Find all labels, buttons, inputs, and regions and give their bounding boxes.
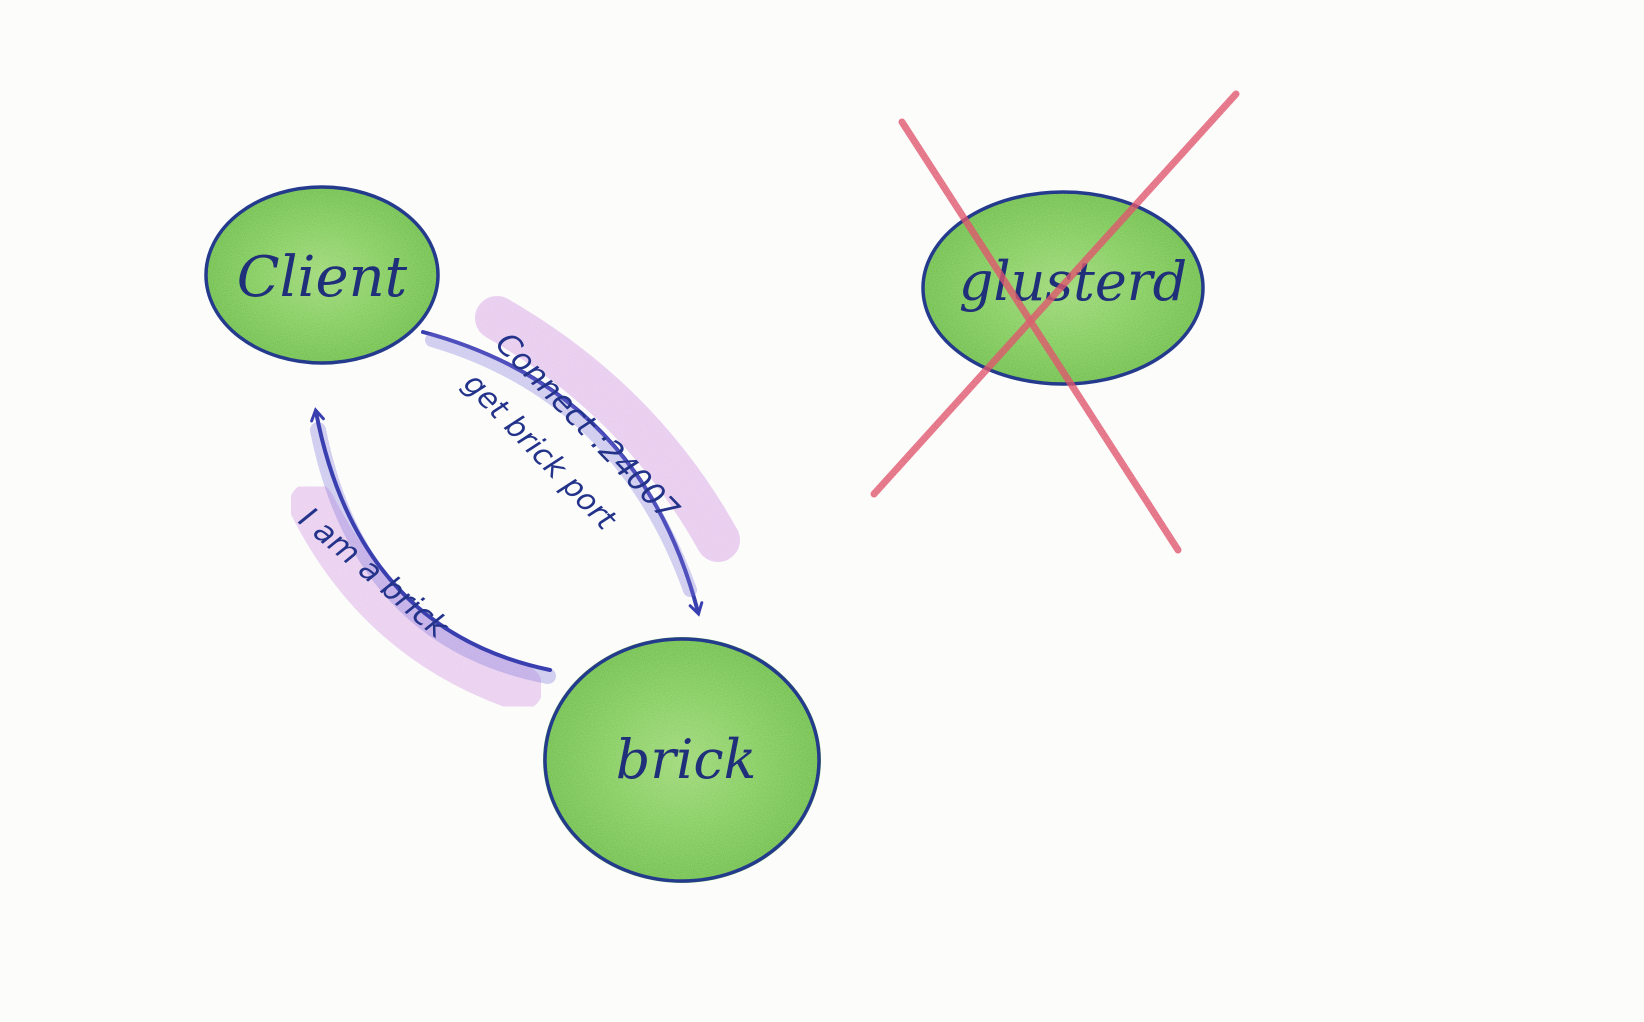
cross-line-2	[870, 90, 1240, 498]
arrow-brick-to-client	[310, 407, 552, 672]
arrow-client-to-brick-shade	[425, 333, 697, 597]
highlight-band-iamabrick	[289, 482, 543, 711]
highlight-band-connect	[475, 296, 740, 562]
client-node-outline	[204, 185, 440, 365]
brick-node-outline	[543, 637, 821, 883]
cross-out-mark	[870, 90, 1240, 554]
client-node: Client	[204, 185, 440, 365]
brick-node: brick	[543, 637, 821, 883]
client-node-label: Client	[237, 245, 408, 310]
glusterd-node-outline	[921, 190, 1205, 386]
client-node-fill	[206, 187, 438, 363]
brick-node-fill	[543, 637, 821, 883]
glusterd-node-label: glusterd	[959, 250, 1187, 313]
cross-line-1	[898, 118, 1182, 554]
brick-node-label: brick	[616, 728, 757, 791]
arrow-brick-to-client-shade	[310, 422, 556, 684]
